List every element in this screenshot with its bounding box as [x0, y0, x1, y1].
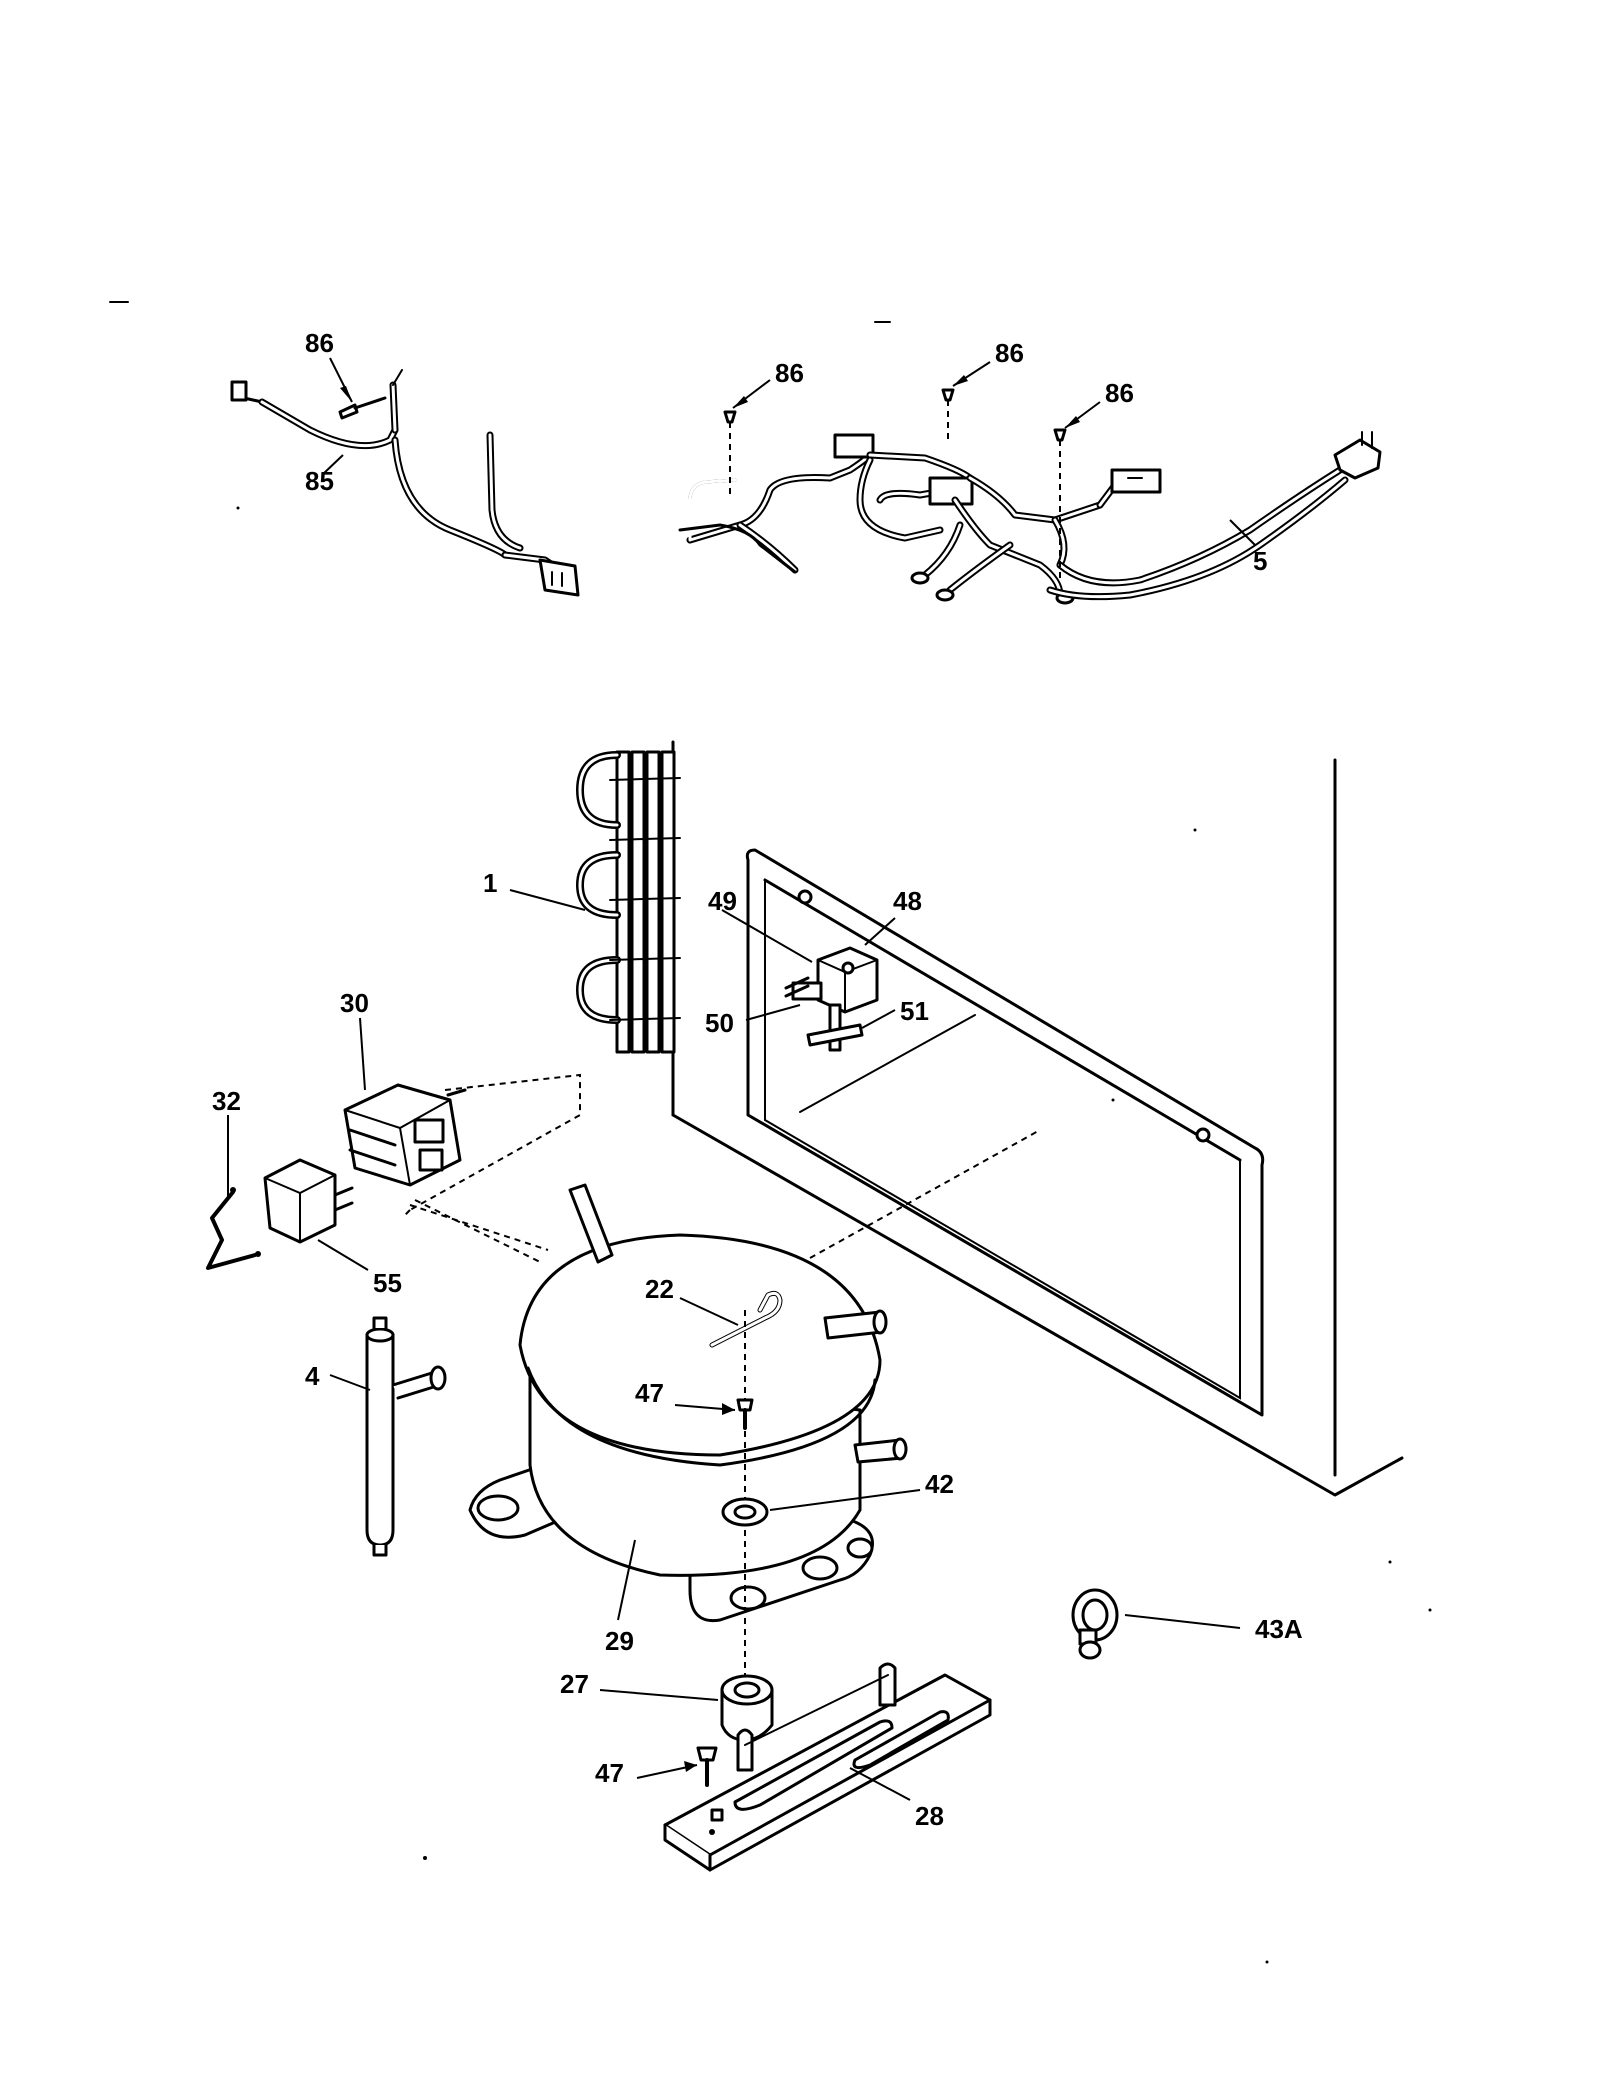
stray-dot: [423, 1856, 427, 1860]
label-30: 30: [340, 988, 369, 1018]
label-48: 48: [893, 886, 922, 916]
wire-harness-85: [230, 369, 580, 597]
stray-dot: [1265, 1960, 1269, 1964]
leader-48: [864, 917, 896, 946]
clip-22: [709, 1290, 783, 1348]
screw-47: [736, 1398, 754, 1430]
label-86: 86: [995, 338, 1024, 368]
screw-86: [338, 396, 387, 420]
leader-27: [599, 1689, 719, 1701]
label-55: 55: [373, 1268, 402, 1298]
part-48: [816, 946, 879, 1014]
screw-86: [1053, 428, 1067, 580]
leader-5: [1229, 519, 1256, 546]
condenser-coil-1: [576, 750, 681, 1054]
dashed-guide: [414, 1199, 541, 1263]
leader-51: [861, 1009, 896, 1029]
screw-86: [723, 410, 737, 495]
drier-4: [365, 1316, 447, 1557]
dashed-guide: [404, 1209, 411, 1216]
label-4: 4: [305, 1361, 320, 1391]
label-42: 42: [925, 1469, 954, 1499]
label-51: 51: [900, 996, 929, 1026]
label-86: 86: [305, 328, 334, 358]
arrowhead: [733, 396, 748, 408]
label-50: 50: [705, 1008, 734, 1038]
part-51: [806, 1003, 864, 1052]
leader-22: [679, 1297, 739, 1326]
leader-1: [509, 889, 586, 911]
relay-30: [343, 1083, 467, 1187]
compressor-29: [468, 1183, 908, 1623]
leader-29: [617, 1539, 636, 1621]
leader-85: [321, 454, 344, 476]
label-27: 27: [560, 1669, 589, 1699]
arrowhead: [1065, 416, 1080, 428]
arrowhead: [722, 1403, 735, 1415]
label-1: 1: [483, 868, 497, 898]
part-50: [784, 976, 823, 1001]
arrowhead: [684, 1761, 697, 1772]
stray-dot: [1388, 1560, 1392, 1564]
label-32: 32: [212, 1086, 241, 1116]
label-28: 28: [915, 1801, 944, 1831]
wire-harness-5: [686, 431, 1382, 605]
label-43a: 43A: [1255, 1614, 1303, 1644]
stray-dot: [236, 506, 240, 510]
label-5: 5: [1253, 546, 1267, 576]
label-49: 49: [708, 886, 737, 916]
leader-42: [769, 1489, 921, 1511]
left-bracket-wire: [678, 478, 797, 574]
label-22: 22: [645, 1274, 674, 1304]
screw-47: [696, 1746, 718, 1787]
leader-4: [329, 1374, 371, 1391]
label-86: 86: [775, 358, 804, 388]
label-86: 86: [1105, 378, 1134, 408]
grommet-42: [721, 1497, 769, 1527]
mounting-rail-28: [663, 1662, 992, 1872]
label-47: 47: [595, 1758, 624, 1788]
label-29: 29: [605, 1626, 634, 1656]
dashed-guide: [409, 1204, 549, 1251]
dashed-guide: [409, 1073, 581, 1211]
leader-55: [317, 1239, 369, 1271]
label-85: 85: [305, 466, 334, 496]
stray-dot: [1428, 1608, 1432, 1612]
arrowhead: [340, 386, 352, 402]
leader-43a: [1124, 1614, 1241, 1629]
stray-dot: [1111, 1098, 1115, 1102]
overload-55: [263, 1158, 354, 1244]
screw-86: [941, 388, 955, 440]
leader-28: [849, 1767, 911, 1801]
leader-30: [359, 1017, 366, 1091]
leader-49: [721, 909, 813, 963]
clamp-43a: [1071, 1588, 1119, 1660]
label-47: 47: [635, 1378, 664, 1408]
arrowhead: [953, 375, 968, 386]
leader-50: [745, 1004, 801, 1021]
stray-dot: [1193, 828, 1197, 832]
clip-32: [206, 1187, 261, 1270]
